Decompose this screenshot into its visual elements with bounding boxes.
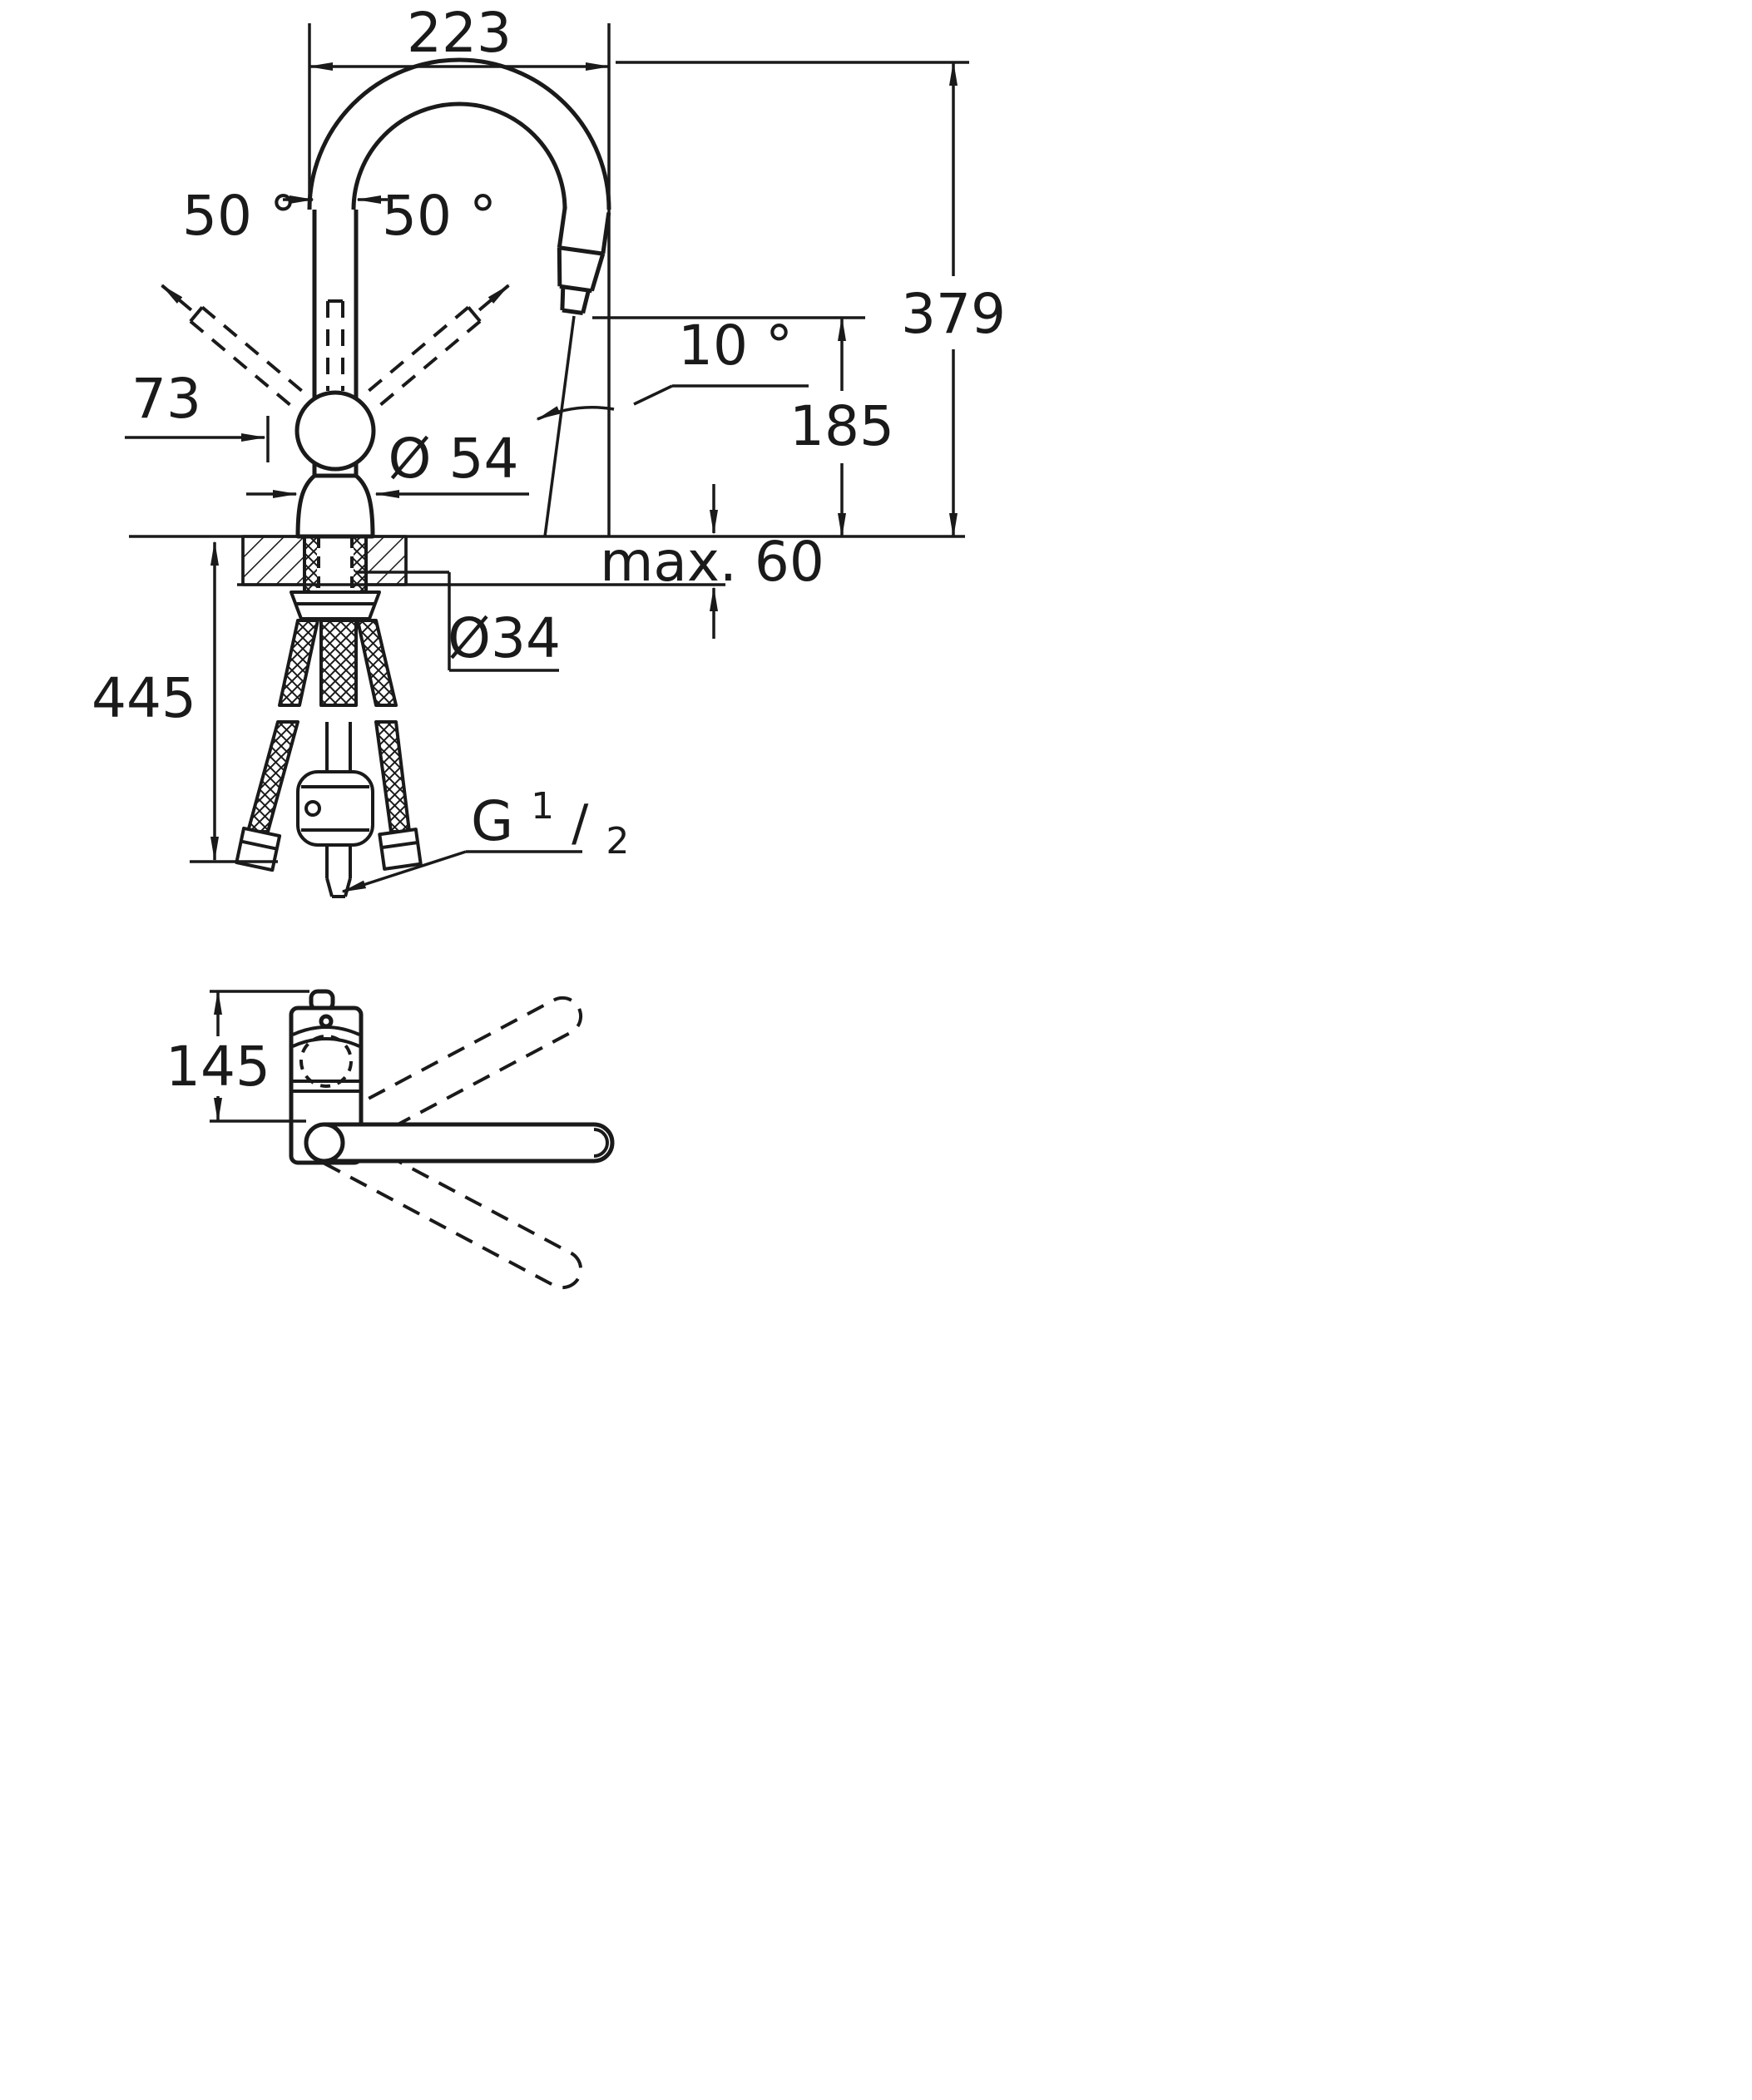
dim-outlet-height-label: 185 xyxy=(789,394,894,458)
hose-weight xyxy=(296,770,374,847)
swing-right-arrow xyxy=(478,284,510,312)
spray-head xyxy=(557,205,611,315)
lever-swing-left xyxy=(161,284,305,408)
lever-swing-right xyxy=(365,284,510,408)
dim-spout-reach-label: 223 xyxy=(407,1,512,65)
dim-hole-diameter-label: Ø34 xyxy=(448,606,561,670)
plan-view: 145 xyxy=(166,989,615,1290)
swing-left-arrow xyxy=(161,284,193,312)
dim-plan-offset-label: 145 xyxy=(166,1035,270,1099)
dim-spout-angle: 10 ° xyxy=(536,314,809,537)
dim-spout-reach: 223 xyxy=(308,1,611,536)
plan-hidden-circle xyxy=(299,1035,353,1088)
dim-thread: G 1 / 2 xyxy=(341,768,629,893)
handle-ball-joint xyxy=(294,390,376,472)
dim-handle-offset: 73 xyxy=(125,367,270,462)
dimensions-main: 223 50 ° 50 ° 73 Ø 54 10 ° xyxy=(92,1,1006,893)
counter-hatch-right xyxy=(364,535,408,586)
supply-hoses xyxy=(235,619,423,898)
dim-hose-length: 445 xyxy=(92,541,278,863)
dim-outlet-height: 185 xyxy=(592,316,894,538)
dim-hose-length-label: 445 xyxy=(92,666,196,730)
spout-arc xyxy=(307,57,611,210)
dim-overall-height: 379 xyxy=(616,61,1006,538)
dim-base-diameter-label: Ø 54 xyxy=(389,427,519,491)
dim-deck-thickness-label: max. 60 xyxy=(600,530,824,594)
dim-overall-height-label: 379 xyxy=(901,282,1006,346)
dim-swing-angles: 50 ° 50 ° xyxy=(182,184,497,248)
dim-swing-right-label: 50 ° xyxy=(382,184,497,248)
counter-hatch-left xyxy=(241,535,306,586)
lever-neutral-hidden xyxy=(326,299,344,391)
hose-fitting-right xyxy=(378,828,423,871)
dim-handle-offset-label: 73 xyxy=(131,367,201,431)
base-flange xyxy=(295,473,375,539)
dim-thread-label: G 1 / 2 xyxy=(471,768,629,862)
dim-swing-left-label: 50 ° xyxy=(182,184,297,248)
hose-fitting-left xyxy=(235,826,282,872)
dim-hole-diameter: Ø34 xyxy=(356,571,561,672)
dim-plan-offset: 145 xyxy=(166,990,309,1123)
plan-pivot xyxy=(304,1122,345,1164)
dim-spout-angle-label: 10 ° xyxy=(678,314,793,378)
dim-base-diameter: Ø 54 xyxy=(246,427,529,498)
mounting-shank xyxy=(290,536,381,620)
plan-spout-swing-down xyxy=(314,1124,583,1290)
main-elevation-view xyxy=(129,57,965,898)
plan-spout-arm xyxy=(304,1122,615,1164)
counter-section xyxy=(129,535,965,586)
dim-deck-thickness: max. 60 xyxy=(600,484,824,639)
plan-spout-swing-up xyxy=(314,996,583,1161)
